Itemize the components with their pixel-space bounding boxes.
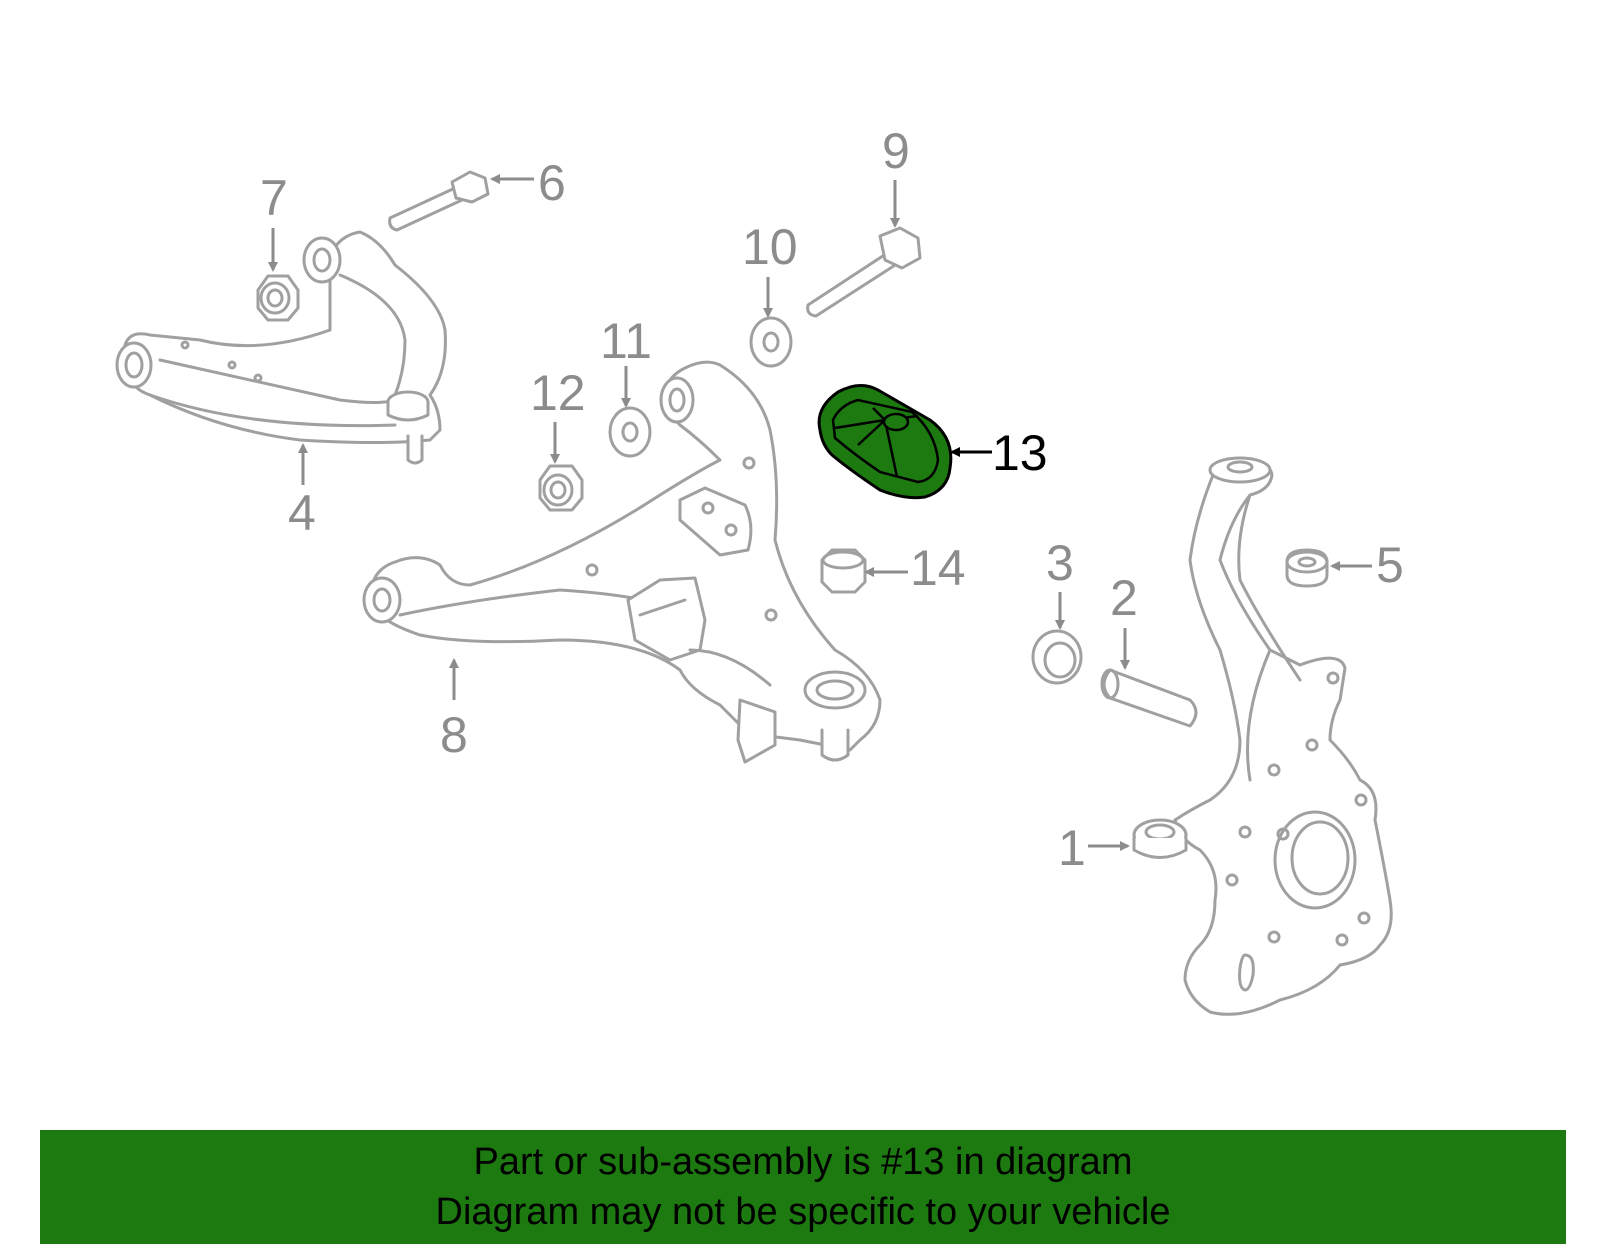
callout-14: 14 [864,540,966,596]
svg-text:6: 6 [538,155,566,211]
callout-2: 2 [1110,570,1138,670]
bolt-part-6 [388,170,490,232]
svg-text:10: 10 [742,219,798,275]
callout-5: 5 [1330,537,1404,593]
callout-13-highlighted[interactable]: 13 [950,425,1048,481]
svg-text:7: 7 [260,170,288,226]
nut-part-12 [538,464,584,512]
bracket-part-13-highlighted[interactable] [817,384,953,500]
lower-control-arm [362,360,882,764]
svg-text:3: 3 [1046,535,1074,591]
svg-text:12: 12 [530,365,586,421]
pin-part-2 [1100,668,1198,728]
svg-text:8: 8 [440,707,468,763]
callout-9: 9 [882,123,910,228]
svg-text:1: 1 [1058,820,1086,876]
nut-part-14 [820,548,867,594]
callout-12: 12 [530,365,586,464]
svg-text:5: 5 [1376,537,1404,593]
info-banner: Part or sub-assembly is #13 in diagram D… [40,1130,1566,1244]
banner-line-disclaimer: Diagram may not be specific to your vehi… [435,1191,1171,1233]
svg-text:2: 2 [1110,570,1138,626]
callout-1: 1 [1058,820,1130,876]
callout-3: 3 [1046,535,1074,630]
callout-7: 7 [260,170,288,272]
svg-text:14: 14 [910,540,966,596]
banner-line-part-info: Part or sub-assembly is #13 in diagram [473,1141,1133,1183]
washer-part-11 [608,406,652,458]
steering-knuckle-part-1 [1132,456,1393,1016]
callout-8: 8 [440,658,468,763]
washer-part-10 [749,316,793,368]
svg-text:13: 13 [992,425,1048,481]
callout-6: 6 [490,155,566,211]
svg-text:9: 9 [882,123,910,179]
svg-text:4: 4 [288,485,316,541]
nut-part-7 [256,274,300,322]
bolt-part-9 [806,226,922,318]
callout-10: 10 [742,219,798,318]
callout-11: 11 [600,313,652,408]
bushing-part-5 [1285,548,1329,588]
svg-text:11: 11 [600,313,652,369]
callout-4: 4 [288,443,316,541]
upper-control-arm [115,230,447,465]
bushing-part-3 [1031,629,1083,685]
info-banner-background [40,1130,1566,1244]
